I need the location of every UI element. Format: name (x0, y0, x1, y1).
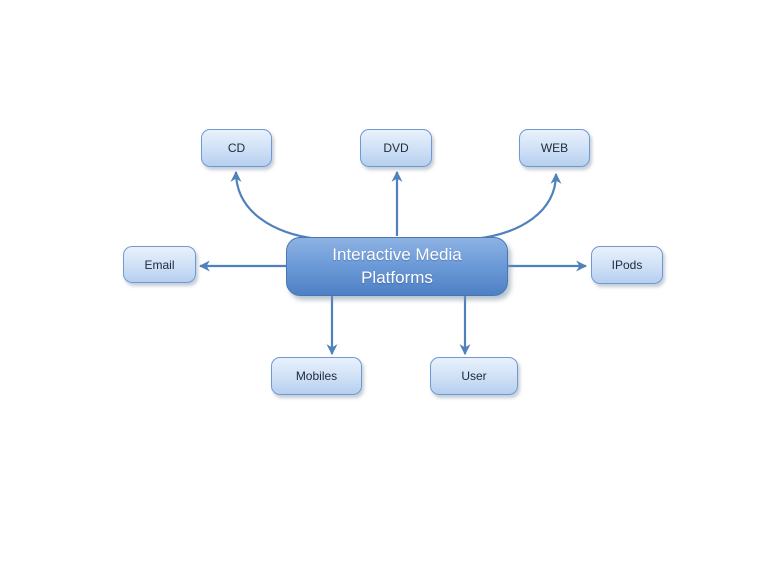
node-label: User (461, 369, 487, 383)
node-label: WEB (540, 141, 569, 155)
node-web: WEB (519, 129, 590, 167)
node-dvd: DVD (360, 129, 432, 167)
node-cd: CD (201, 129, 272, 167)
node-ipods: IPods (591, 246, 663, 284)
node-label: Mobiles (295, 369, 338, 383)
node-user: User (430, 357, 518, 395)
node-mobiles: Mobiles (271, 357, 362, 395)
node-email: Email (123, 246, 196, 283)
edge-center-to-web (473, 172, 562, 241)
node-label: DVD (383, 141, 409, 155)
node-label: CD (227, 141, 246, 155)
node-label: IPods (611, 258, 643, 272)
edge-center-to-cd (230, 170, 319, 241)
node-label: Interactive Media Platforms (332, 244, 462, 287)
node-interactive-media-platforms: Interactive Media Platforms (286, 237, 508, 296)
node-label: Email (144, 257, 175, 272)
